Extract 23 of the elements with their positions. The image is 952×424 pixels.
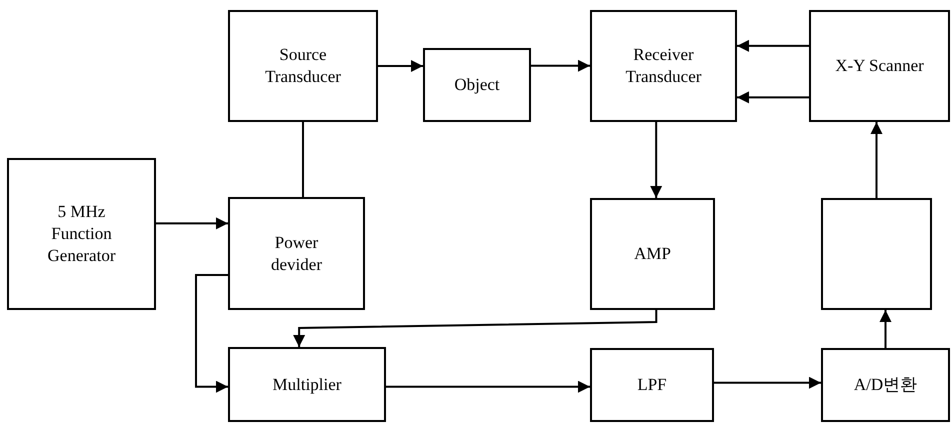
converter-box: A/D변환 [821,348,950,422]
amplifier-box: AMP [590,198,715,310]
computer-box [821,198,932,310]
connector-line [302,122,304,197]
arrow [195,274,228,393]
arrow [293,310,658,347]
transducer-box: Source Transducer [228,10,378,122]
arrow [650,122,662,198]
filter-box: LPF [590,348,714,422]
arrow [714,376,821,389]
multiplier-box: Multiplier [228,347,386,422]
arrow [386,380,590,393]
generator-box: 5 MHz Function Generator [7,158,156,310]
arrow [870,122,882,198]
arrow [737,40,809,52]
arrow [156,217,228,230]
object-box: Object [423,48,531,122]
arrow [378,60,423,72]
arrow [531,60,590,72]
arrow [737,91,809,104]
transducer-box: Receiver Transducer [590,10,737,122]
arrow [880,310,892,348]
scanner-box: X-Y Scanner [809,10,950,122]
